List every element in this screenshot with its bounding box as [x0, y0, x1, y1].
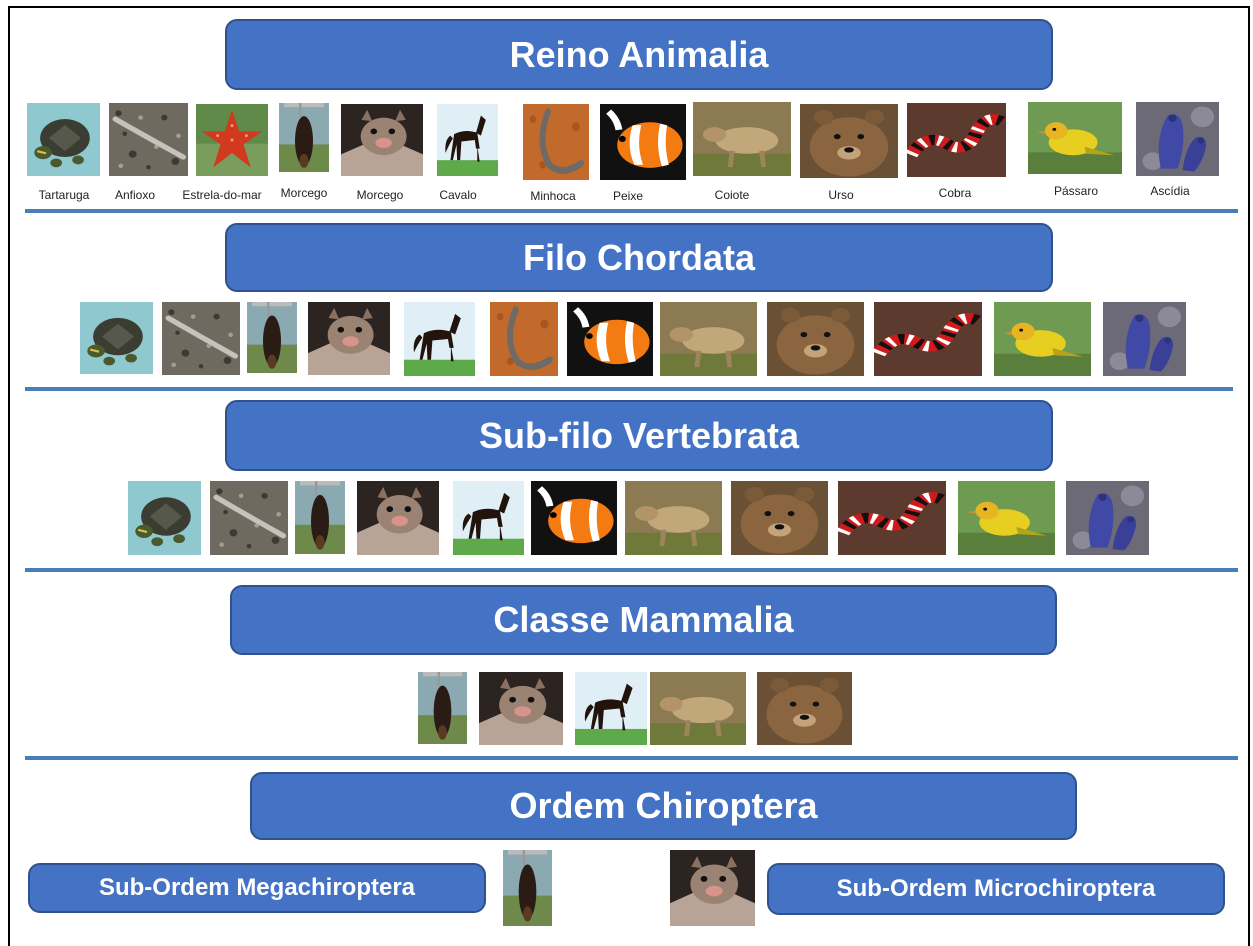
filo-image-bird [994, 302, 1091, 376]
banner-suborder-microchiroptera: Sub-Ordem Microchiroptera [767, 863, 1225, 915]
reino-image-lancelet [109, 103, 188, 176]
banner-suborder-microchiroptera-label: Sub-Ordem Microchiroptera [837, 875, 1156, 903]
filo-image-clownfish [567, 302, 653, 376]
filo-image-lancelet [162, 302, 240, 375]
reino-image-earthworm [523, 104, 589, 180]
caption-cavalo: Cavalo [439, 188, 476, 202]
caption-peixe: Peixe [613, 189, 643, 203]
divider-4 [25, 756, 1238, 760]
caption-morcego-2: Morcego [357, 188, 404, 202]
banner-reino-animalia: Reino Animalia [225, 19, 1053, 90]
reino-image-vampire-bat [341, 104, 423, 176]
banner-ordem-chiroptera: Ordem Chiroptera [250, 772, 1077, 840]
banner-ordem-chiroptera-label: Ordem Chiroptera [509, 785, 817, 827]
banner-suborder-megachiroptera-label: Sub-Ordem Megachiroptera [99, 874, 415, 902]
caption-passaro: Pássaro [1054, 184, 1098, 198]
banner-subfilo-vertebrata-label: Sub-filo Vertebrata [479, 415, 799, 457]
filo-image-turtle [80, 302, 153, 374]
filo-image-snake [874, 302, 982, 376]
caption-coiote: Coiote [715, 188, 750, 202]
subfilo-image-horse [453, 481, 524, 555]
classe-image-bear [757, 672, 852, 745]
divider-2 [25, 387, 1233, 391]
subfilo-image-turtle [128, 481, 201, 555]
divider-1 [25, 209, 1238, 213]
reino-image-bird [1028, 102, 1122, 174]
reino-image-turtle [27, 103, 100, 176]
reino-image-starfish [196, 104, 268, 176]
filo-image-horse [404, 302, 475, 376]
reino-image-sea-squirt [1136, 102, 1219, 176]
reino-image-coyote [693, 102, 791, 176]
filo-image-vampire-bat [308, 302, 390, 375]
subfilo-image-sea-squirt [1066, 481, 1149, 555]
divider-3 [25, 568, 1238, 572]
classe-image-fruit-bat [418, 672, 467, 744]
filo-image-fruit-bat [247, 302, 297, 373]
filo-image-sea-squirt [1103, 302, 1186, 376]
subfilo-image-bear [731, 481, 828, 555]
caption-urso: Urso [828, 188, 853, 202]
caption-cobra: Cobra [939, 186, 972, 200]
subfilo-image-bird [958, 481, 1055, 555]
subfilo-image-coyote [625, 481, 722, 555]
filo-image-bear [767, 302, 864, 376]
filo-image-earthworm [490, 302, 558, 376]
caption-minhoca: Minhoca [530, 189, 575, 203]
caption-anfioxo: Anfioxo [115, 188, 155, 202]
subfilo-image-fruit-bat [295, 481, 345, 554]
banner-reino-animalia-label: Reino Animalia [510, 34, 769, 76]
caption-estrela-do-mar: Estrela-do-mar [182, 188, 261, 202]
ordem-image-fruit-bat [503, 850, 552, 926]
classe-image-horse [575, 672, 647, 745]
classe-image-vampire-bat [479, 672, 563, 745]
subfilo-image-vampire-bat [357, 481, 439, 555]
banner-filo-chordata: Filo Chordata [225, 223, 1053, 292]
banner-suborder-megachiroptera: Sub-Ordem Megachiroptera [28, 863, 486, 913]
banner-subfilo-vertebrata: Sub-filo Vertebrata [225, 400, 1053, 471]
caption-morcego-1: Morcego [281, 186, 328, 200]
reino-image-clownfish [600, 104, 686, 180]
caption-tartaruga: Tartaruga [39, 188, 90, 202]
caption-ascidia: Ascídia [1150, 184, 1189, 198]
subfilo-image-clownfish [531, 481, 617, 555]
reino-image-horse [437, 104, 498, 176]
banner-classe-mammalia: Classe Mammalia [230, 585, 1057, 655]
ordem-image-vampire-bat [670, 850, 755, 926]
reino-image-bear [800, 104, 898, 178]
subfilo-image-snake [838, 481, 946, 555]
subfilo-image-lancelet [210, 481, 288, 555]
filo-image-coyote [660, 302, 757, 376]
reino-image-snake [907, 103, 1006, 177]
banner-classe-mammalia-label: Classe Mammalia [493, 599, 793, 641]
classe-image-coyote [650, 672, 746, 745]
banner-filo-chordata-label: Filo Chordata [523, 237, 755, 279]
reino-image-fruit-bat [279, 103, 329, 172]
